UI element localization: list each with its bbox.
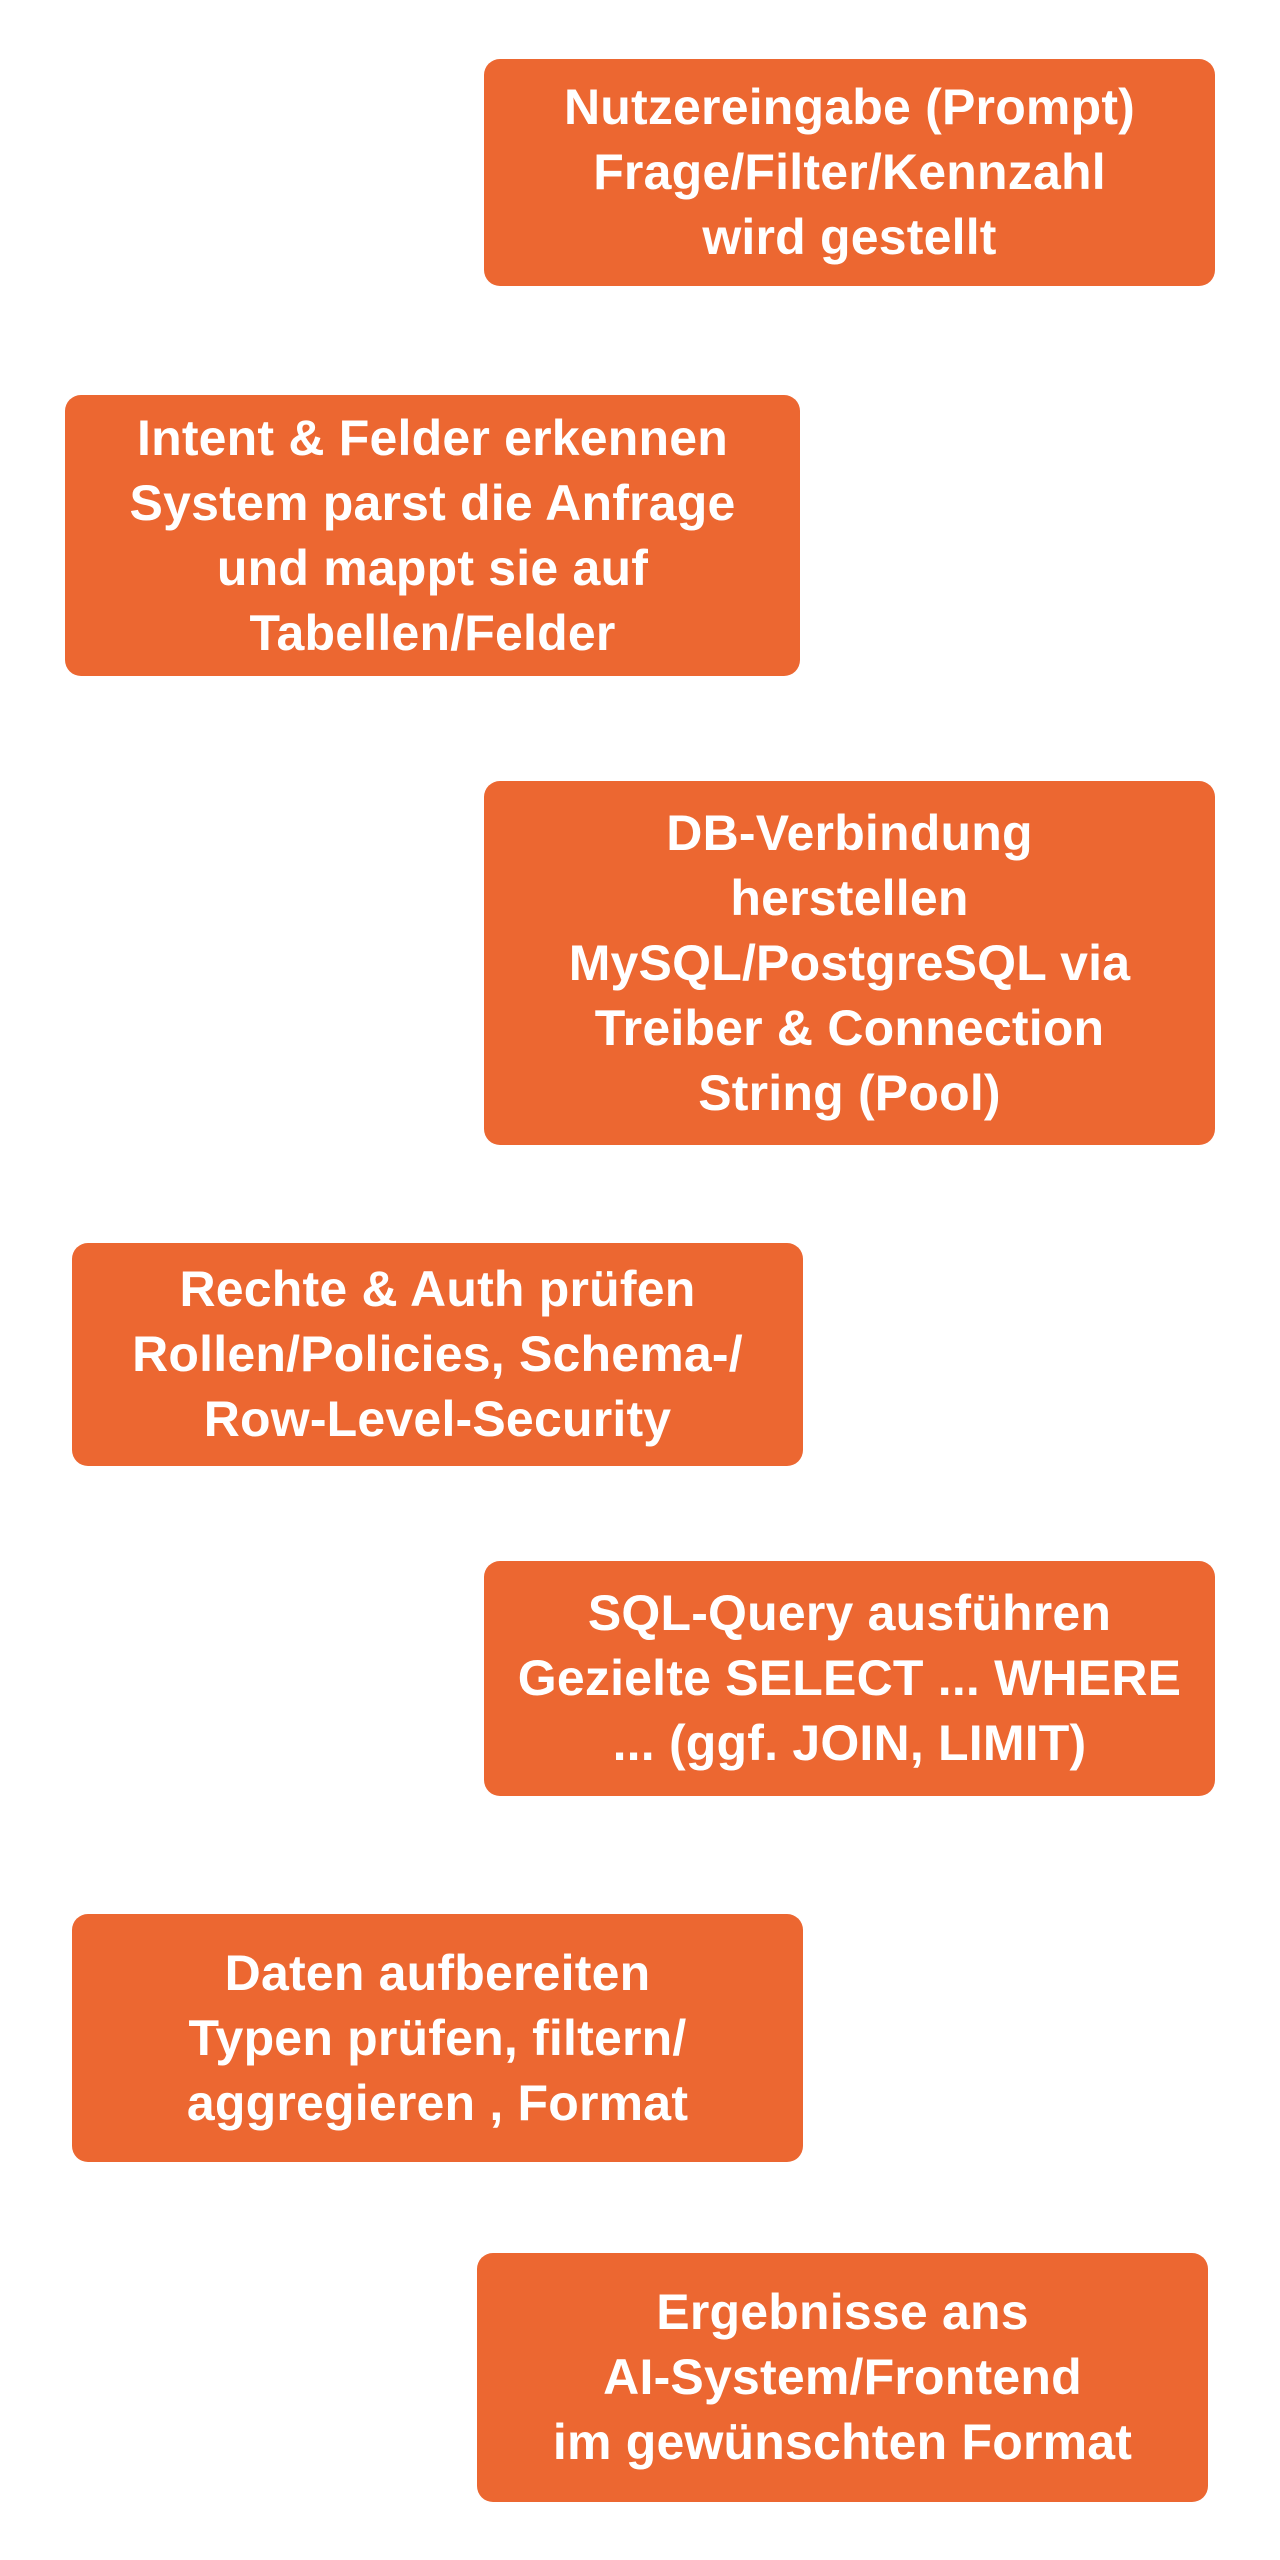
- step-box-db-connection: DB-Verbindung herstellen MySQL/PostgreSQ…: [484, 781, 1215, 1145]
- step-text: Tabellen/Felder: [249, 604, 616, 661]
- step-text: Treiber & Connection: [594, 999, 1105, 1056]
- step-title: DB-Verbindung: [666, 804, 1033, 861]
- step-box-user-input: Nutzereingabe (Prompt) Frage/Filter/Kenn…: [484, 59, 1215, 286]
- step-box-auth-check: Rechte & Auth prüfen Rollen/Policies, Sc…: [72, 1243, 803, 1466]
- step-text: Gezielte SELECT ... WHERE: [517, 1650, 1182, 1706]
- step-text: AI-System/Frontend: [603, 2349, 1082, 2405]
- step-text: ... (ggf. JOIN, LIMIT): [612, 1715, 1087, 1771]
- step-title: Rechte & Auth prüfen: [179, 1261, 696, 1317]
- step-box-results-output: Ergebnisse ans AI-System/Frontend im gew…: [477, 2253, 1208, 2502]
- step-title: Daten aufbereiten: [224, 1944, 651, 2001]
- step-box-intent-fields: Intent & Felder erkennen System parst di…: [65, 395, 800, 676]
- step-title: SQL-Query ausführen: [587, 1585, 1112, 1641]
- step-text: String (Pool): [698, 1064, 1001, 1121]
- step-text: Typen prüfen, filtern/: [188, 2009, 687, 2066]
- step-title: Intent & Felder erkennen: [136, 409, 729, 466]
- step-text: Row-Level-Security: [203, 1391, 672, 1447]
- step-text: im gewünschten Format: [552, 2414, 1133, 2470]
- step-text: MySQL/PostgreSQL via: [568, 934, 1131, 991]
- step-text: wird gestellt: [702, 209, 997, 265]
- step-text: Frage/Filter/Kennzahl: [593, 144, 1106, 200]
- step-title: Ergebnisse ans: [656, 2284, 1029, 2340]
- step-box-sql-query: SQL-Query ausführen Gezielte SELECT ... …: [484, 1561, 1215, 1796]
- step-title: Nutzereingabe (Prompt): [563, 79, 1136, 135]
- step-box-prepare-data: Daten aufbereiten Typen prüfen, filtern/…: [72, 1914, 803, 2162]
- step-text: aggregieren , Format: [186, 2074, 689, 2131]
- step-text: und mappt sie auf: [216, 539, 649, 596]
- step-text: Rollen/Policies, Schema-/: [132, 1326, 743, 1382]
- step-text: System parst die Anfrage: [129, 474, 736, 531]
- step-title: herstellen: [730, 869, 969, 926]
